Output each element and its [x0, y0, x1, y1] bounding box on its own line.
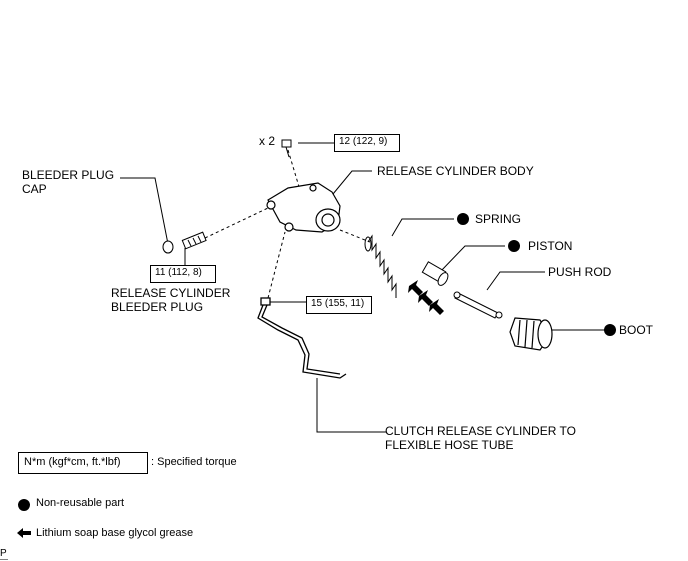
boot-part [509, 317, 553, 351]
legend-torque-box: N*m (kgf*cm, ft.*lbf) [18, 452, 148, 474]
quantity-label: x 2 [259, 134, 276, 148]
legend-grease-text: Lithium soap base glycol grease [36, 527, 194, 539]
assembly-line-bleeder [204, 207, 269, 239]
spring-part [364, 234, 397, 298]
torque-box-tube: 15 (155, 11) [306, 296, 372, 314]
leader-hose-tube [316, 378, 386, 433]
grease-arrows [408, 280, 444, 315]
corner-mark: P [0, 548, 7, 559]
spring-label: SPRING [475, 212, 522, 226]
leader-body [332, 170, 372, 195]
push-rod-part [453, 291, 503, 319]
piston-label: PISTON [528, 239, 573, 253]
bleeder-plug-part [181, 231, 207, 250]
bleeder-plug-cap-label: BLEEDER PLUG CAP [22, 168, 115, 196]
hose-tube-label: CLUTCH RELEASE CYLINDER TO FLEXIBLE HOSE… [385, 424, 576, 452]
leader-piston [439, 245, 505, 273]
assembly-line-tube [267, 231, 286, 299]
assembly-line-spring [339, 229, 371, 243]
bleeder-plug-label: RELEASE CYLINDER BLEEDER PLUG [111, 286, 231, 314]
torque-box-bolt: 12 (122, 9) [334, 134, 400, 152]
nonreusable-dot-boot [604, 324, 616, 336]
piston-part [421, 261, 449, 286]
torque-box-bleeder: 11 (112, 8) [150, 265, 216, 283]
legend-nonreusable-icon [18, 499, 30, 511]
hose-tube-part [257, 297, 347, 379]
nonreusable-dot-spring [457, 213, 469, 225]
release-cylinder-body-part [266, 182, 341, 233]
boot-label: BOOT [619, 323, 654, 337]
push-rod-label: PUSH ROD [548, 265, 612, 279]
bleeder-plug-cap-part [162, 240, 174, 254]
leader-push-rod [486, 271, 545, 291]
legend-grease-arrow-icon [17, 528, 31, 538]
assembly-line-bolt [287, 149, 301, 191]
leader-spring [391, 218, 454, 237]
nonreusable-dot-piston [508, 240, 520, 252]
leader-bleeder-cap [120, 177, 169, 245]
legend-nonreusable-text: Non-reusable part [36, 497, 125, 509]
release-cylinder-body-label: RELEASE CYLINDER BODY [377, 164, 534, 178]
legend-torque-text: : Specified torque [151, 456, 237, 468]
bolt-part [281, 139, 292, 158]
